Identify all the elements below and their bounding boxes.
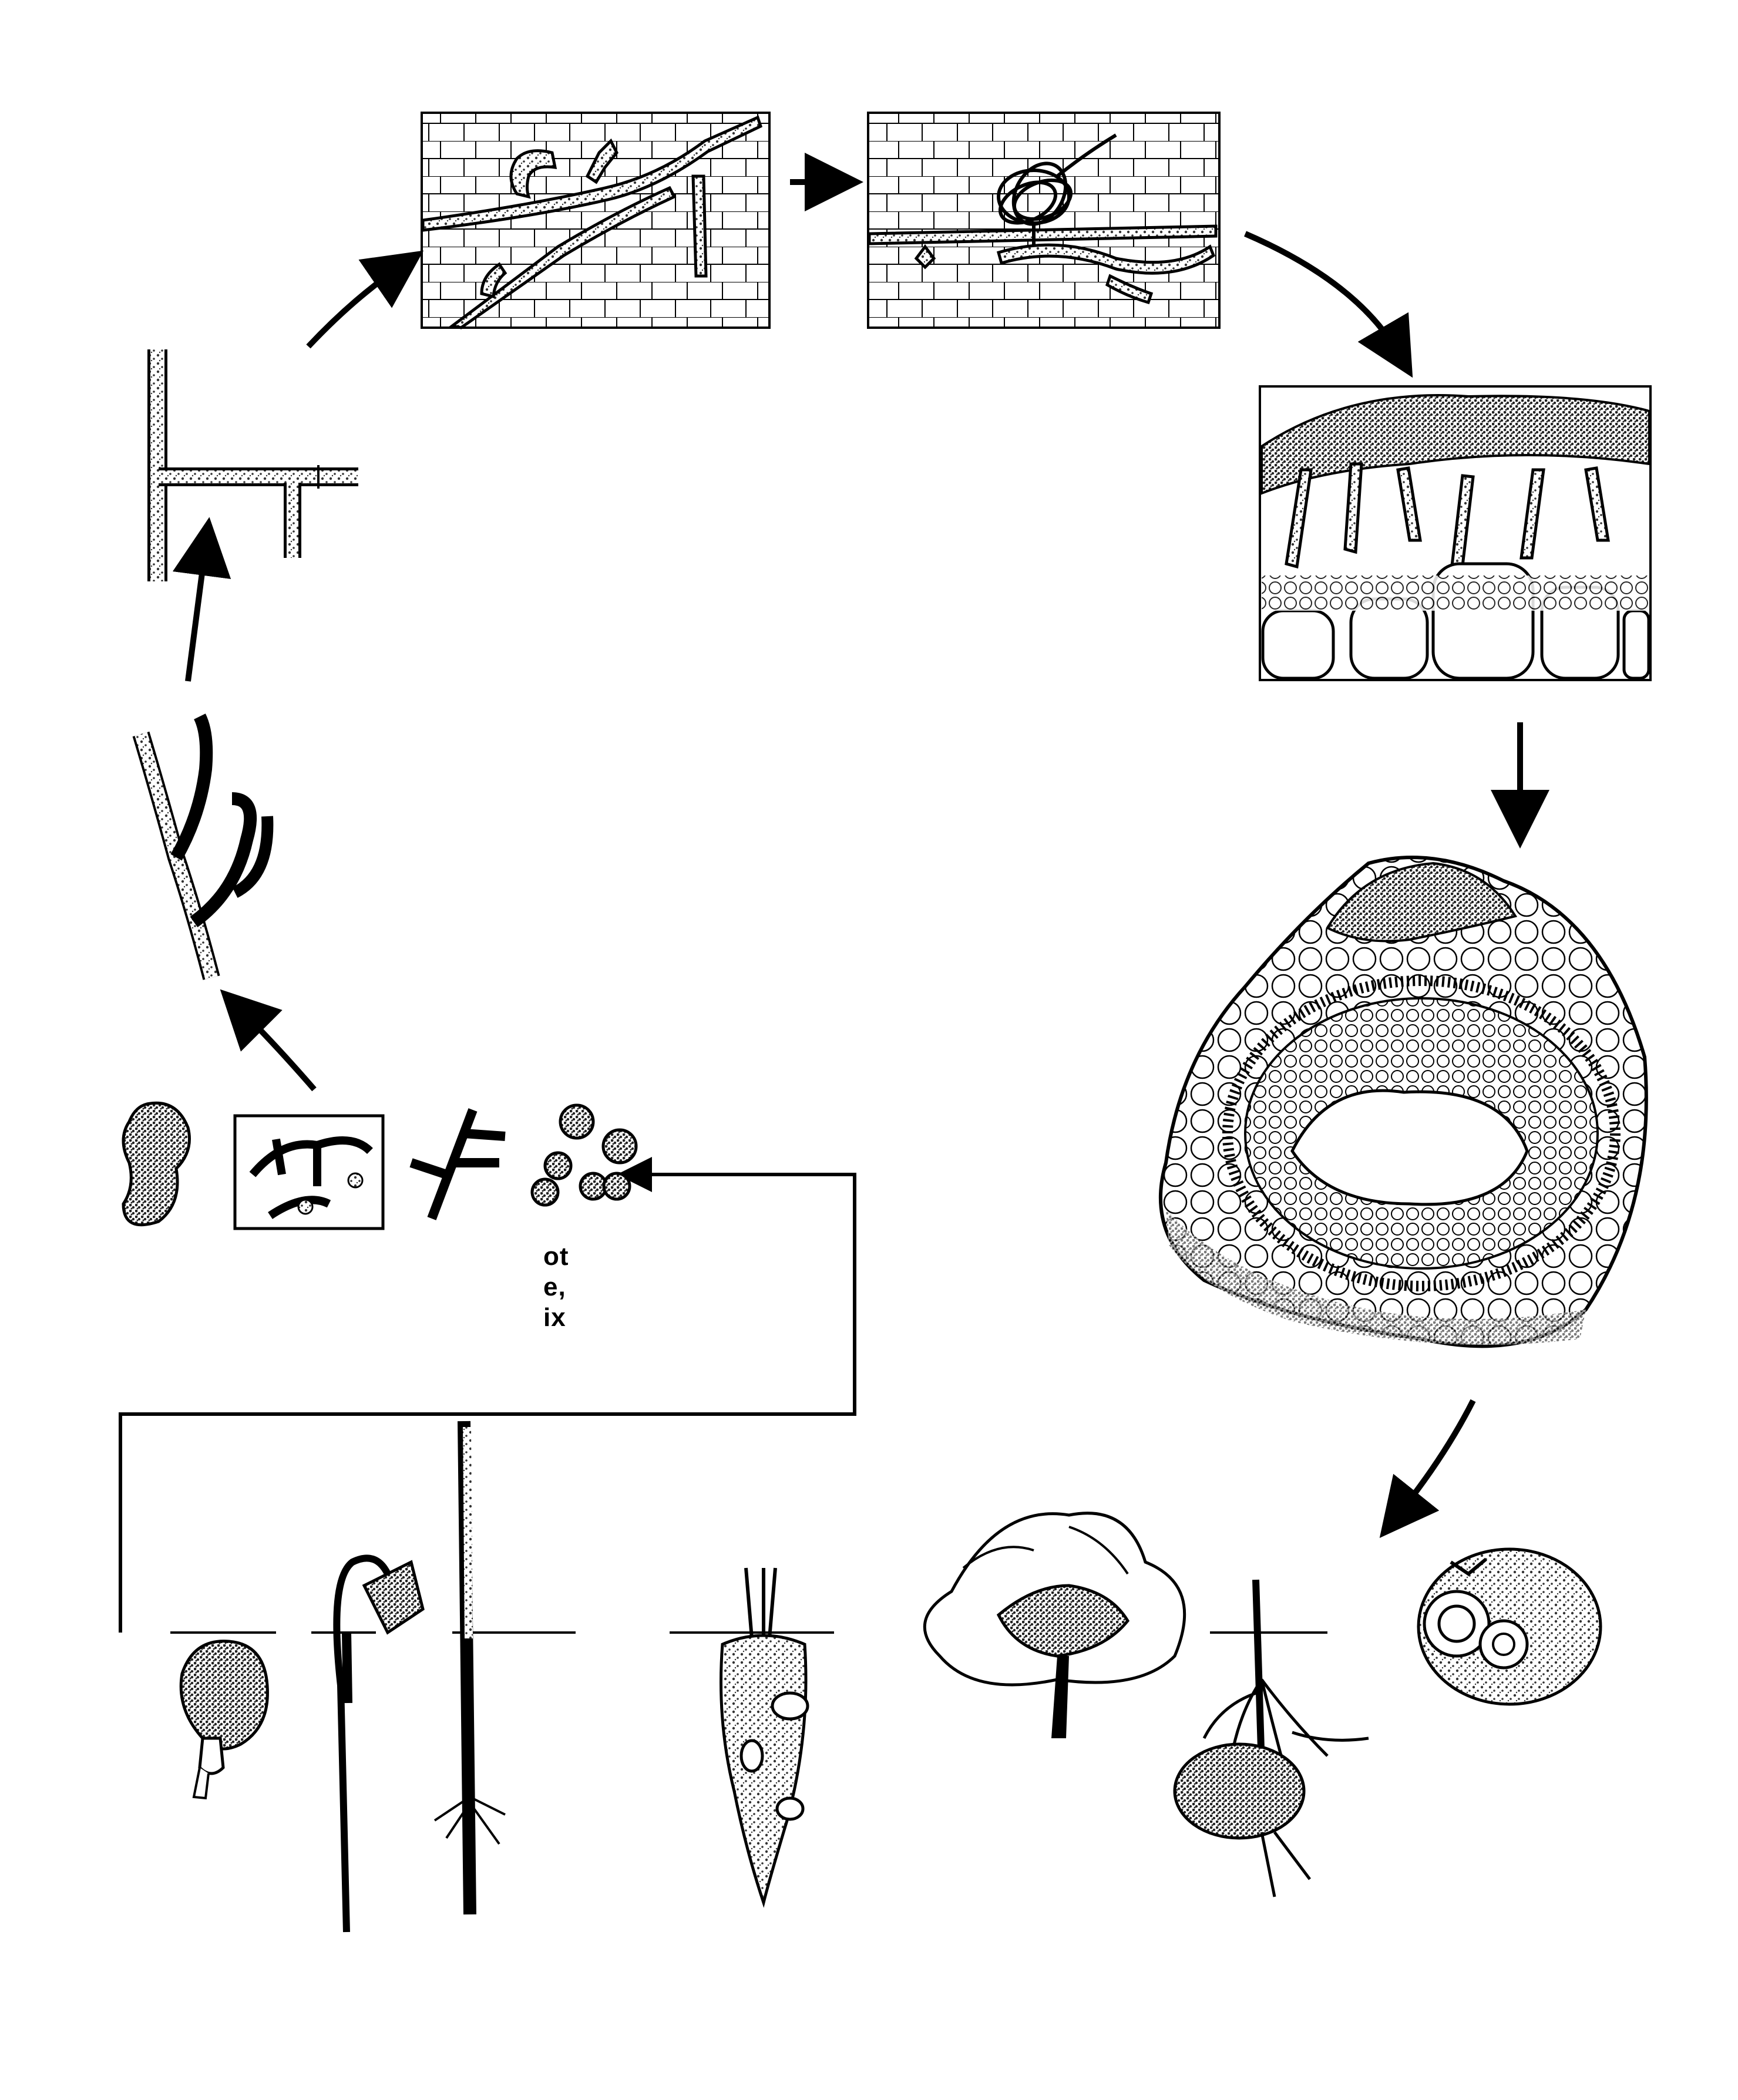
tissue-cross-section-icon: [1259, 385, 1652, 681]
potato-plant-icon: [1173, 1579, 1369, 1897]
hyphae-in-tissue-icon: [421, 112, 771, 329]
round-propagules-icon: [530, 1103, 638, 1207]
branched-hypha-icon: [132, 714, 274, 980]
seedlings-icon: [170, 1421, 576, 1933]
damped-seedling-icon: [333, 1554, 425, 1933]
cycle-arrow-2: [1244, 231, 1413, 378]
carrot-icon: [670, 1567, 834, 1908]
fragment-label-3: ix: [543, 1303, 566, 1332]
tomato-fruit-icon: [1417, 1547, 1602, 1706]
hypha-branch-icon: [147, 349, 358, 581]
cycle-arrow-5: [220, 989, 317, 1092]
hyphal-knot-icon: [867, 112, 1221, 329]
host-plants-icon: [670, 1512, 1602, 1908]
mycelium-box-icon: [233, 1114, 385, 1230]
fragment-label-2: e,: [543, 1273, 566, 1301]
cycle-return-path: [119, 1157, 856, 1633]
infected-stem-icon: [433, 1421, 506, 1915]
sclerotium-icon: [122, 1101, 191, 1227]
cycle-arrow-4: [1379, 1399, 1476, 1539]
cycle-arrow-7: [306, 250, 424, 349]
infected-seed-icon: [179, 1640, 269, 1800]
fragment-label-1: ot: [543, 1242, 569, 1271]
cycle-arrow-6: [172, 517, 231, 682]
hyphal-fragment-icon: [409, 1108, 506, 1220]
sclerotium-section-icon: [1158, 856, 1648, 1348]
lettuce-icon: [923, 1512, 1186, 1738]
propagules-icon: [122, 1101, 638, 1230]
